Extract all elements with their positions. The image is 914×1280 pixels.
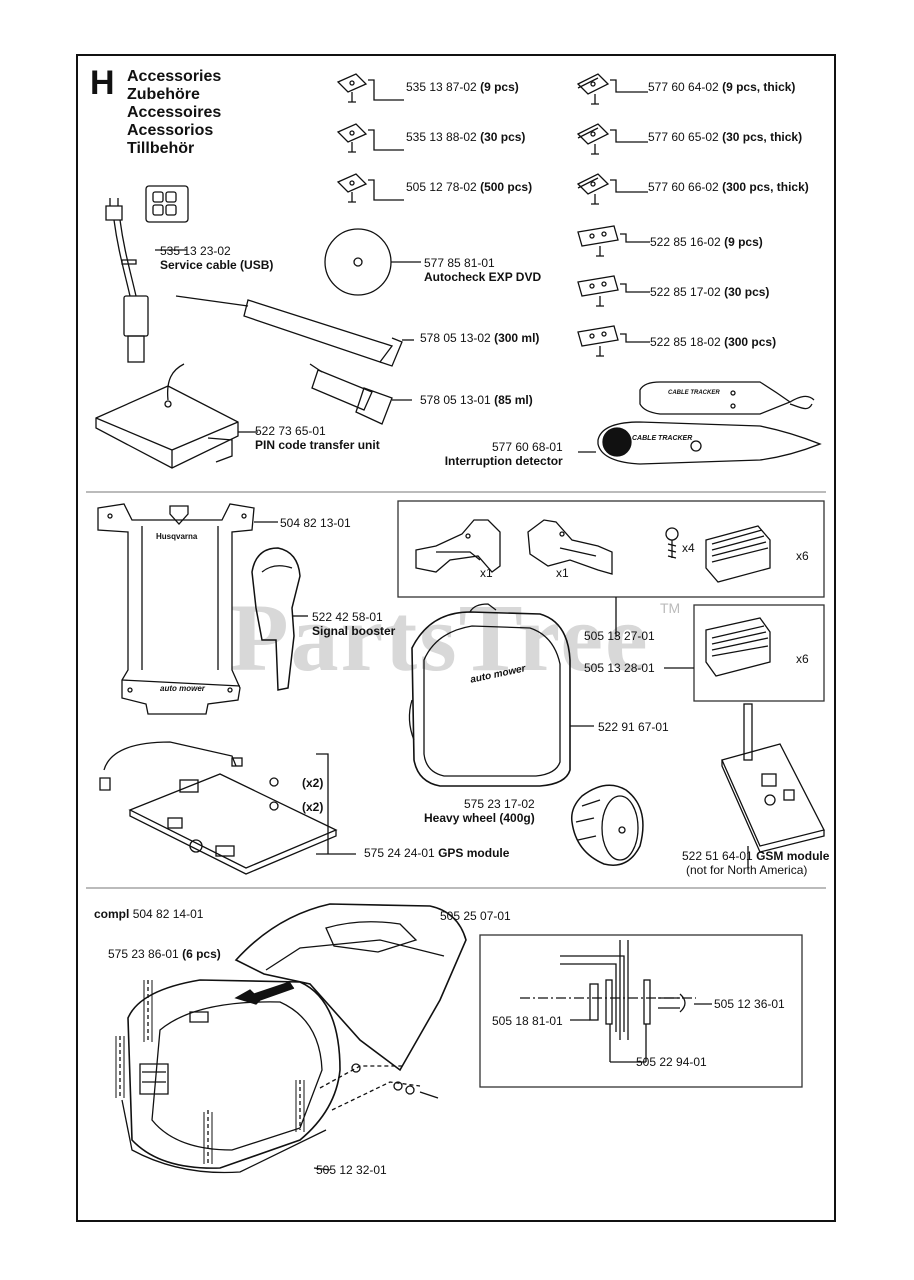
part-label-p8: 522 85 17-02 (30 pcs) <box>650 285 770 299</box>
part-label-p9: 522 85 18-02 (300 pcs) <box>650 335 777 349</box>
part-label-compl: compl 504 82 14-01 <box>94 907 204 921</box>
qty-gps-screws: (x2) <box>302 776 324 790</box>
title-de: Zubehöre <box>127 86 200 103</box>
mower-assembly-lines <box>115 980 439 1171</box>
section-letter: H <box>90 64 115 102</box>
cable-tracker-drawing <box>578 381 822 465</box>
part-label-gps: 575 24 24-01 GPS module <box>364 846 510 860</box>
section-titles: Accessories Zubehöre Accessoires Acessor… <box>127 68 221 158</box>
rect-blade-icon-group-3 <box>577 325 650 357</box>
part-label-bolt: 505 12 36-01 <box>714 997 785 1011</box>
qty-brushes: x6 <box>796 652 809 666</box>
rect-blade-icon-group-1 <box>577 225 650 257</box>
part-label-brushes: 505 13 28-01 <box>584 661 655 675</box>
qty-screws: x4 <box>682 541 695 555</box>
backpack-drawing <box>408 603 594 787</box>
part-label-p6: 577 60 66-02 (300 pcs, thick) <box>648 180 809 194</box>
title-sv: Tillbehör <box>127 140 195 157</box>
hinge-detail-box <box>479 934 803 1088</box>
blade-icon-group-3 <box>336 173 404 203</box>
gsm-module-drawing <box>721 703 825 870</box>
part-label-gsm: 522 51 64-01 GSM module(not for North Am… <box>682 849 830 877</box>
signal-booster-drawing <box>251 547 308 691</box>
watermark: PartsTree <box>230 584 650 691</box>
watermark-tm: TM <box>660 600 681 616</box>
part-label-tube-300: 578 05 13-02 (300 ml) <box>420 331 540 345</box>
part-label-p4: 577 60 64-02 (9 pcs, thick) <box>648 80 796 94</box>
tracker-label-bottom: CABLE TRACKER <box>632 435 693 442</box>
qty-gps-washers: (x2) <box>302 800 324 814</box>
part-label-p7: 522 85 16-02 (9 pcs) <box>650 235 763 249</box>
mower-cover-drawing <box>234 903 467 1072</box>
part-label-spring: 505 22 94-01 <box>636 1055 707 1069</box>
title-en: Accessories <box>127 68 222 85</box>
part-label-frame: 504 82 13-01 <box>280 516 351 530</box>
frame-automower-label: auto mower <box>160 684 205 693</box>
service-cable-drawing <box>105 185 189 363</box>
part-label-backpack: 522 91 67-01 <box>598 720 669 734</box>
pin-unit-drawing <box>95 363 258 469</box>
cutting-kit-box <box>397 500 825 637</box>
part-label-screws: 575 23 86-01 (6 pcs) <box>108 947 221 961</box>
title-fr: Accessoires <box>127 104 222 121</box>
heavy-wheel-drawing <box>570 784 644 866</box>
qty-brushes-kit: x6 <box>796 549 809 563</box>
part-label-cover: 505 25 07-01 <box>440 909 511 923</box>
dvd-drawing <box>324 228 421 296</box>
thick-blade-icon-group-1 <box>576 73 648 105</box>
part-label-tube-85: 578 05 13-01 (85 ml) <box>420 393 533 407</box>
qty-bracket-right: x1 <box>556 566 569 580</box>
mower-body-drawing <box>121 979 341 1174</box>
part-label-p1: 535 13 87-02 (9 pcs) <box>406 80 519 94</box>
thick-blade-icon-group-3 <box>576 173 648 205</box>
thick-blade-icon-group-2 <box>576 123 648 155</box>
tracker-label-top: CABLE TRACKER <box>668 390 720 396</box>
frame-brand-label: Husqvarna <box>156 532 198 541</box>
part-label-p5: 577 60 65-02 (30 pcs, thick) <box>648 130 803 144</box>
tube-85ml-drawing <box>309 363 412 425</box>
page-frame <box>76 54 836 1222</box>
blade-icon-group-2 <box>336 123 404 153</box>
gps-module-drawing <box>99 741 356 875</box>
tube-300ml-drawing <box>175 295 414 367</box>
title-pt: Acessorios <box>127 122 214 139</box>
part-label-washer: 505 18 81-01 <box>492 1014 563 1028</box>
blade-icon-group-1 <box>336 73 404 103</box>
rect-blade-icon-group-2 <box>577 275 650 307</box>
part-label-base: 505 12 32-01 <box>316 1163 387 1177</box>
part-label-p3: 505 12 78-02 (500 pcs) <box>406 180 533 194</box>
brushes-box <box>664 604 825 702</box>
part-label-p2: 535 13 88-02 (30 pcs) <box>406 130 526 144</box>
part-label-kit: 505 13 27-01 <box>584 629 655 643</box>
charging-frame-drawing <box>97 503 278 715</box>
qty-bracket-left: x1 <box>480 566 493 580</box>
